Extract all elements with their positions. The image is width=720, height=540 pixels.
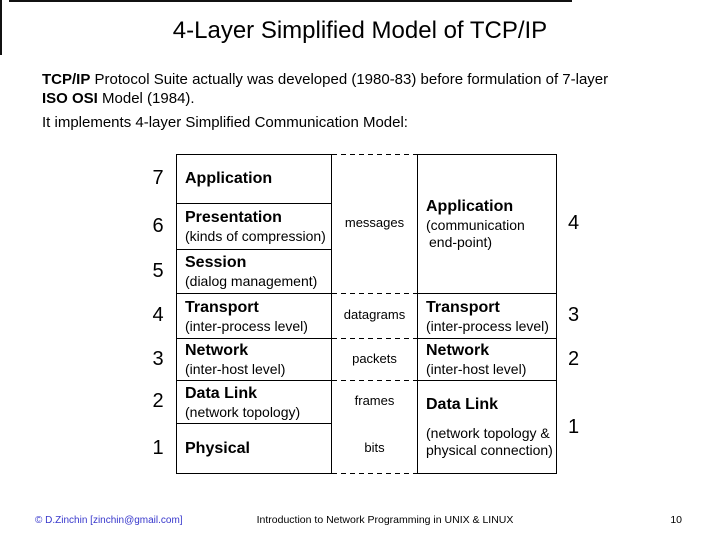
tcp-layer-transport: Transport (inter-process level): [418, 293, 556, 338]
tcp-layer-note: (inter-process level): [426, 317, 549, 334]
osi-stack: Application Presentation (kinds of compr…: [176, 154, 332, 474]
osi-layer-note: (dialog management): [185, 273, 318, 289]
osi-layer-name: Presentation: [185, 209, 282, 226]
osi-layer-presentation: Presentation (kinds of compression): [177, 203, 331, 249]
intro-line-1: TCP/IP Protocol Suite actually was devel…: [42, 70, 608, 89]
osi-layer-numbers: 7 6 5 4 3 2 1: [140, 154, 176, 474]
footer-course-title: Introduction to Network Programming in U…: [256, 514, 514, 526]
tcp-number-2: 2: [567, 348, 580, 370]
osi-layer-name: Physical: [185, 439, 250, 457]
osi-layer-note: (inter-process level): [185, 317, 308, 334]
tcp-layer-name: Data Link: [426, 396, 499, 413]
tcp-layer-note: (network topology &: [426, 425, 550, 441]
unit-packets: packets: [352, 351, 397, 366]
tcp-layer-name: Network: [426, 342, 490, 359]
tcp-number-1: 1: [567, 416, 580, 438]
dashed-divider: [332, 473, 417, 474]
osi-layer-name: Data Link: [185, 384, 258, 402]
tcp-layer-note: physical connection): [426, 442, 553, 458]
tcp-layer-note: (communication: [426, 217, 525, 233]
osi-number-5: 5: [152, 259, 164, 282]
dashed-divider: [332, 293, 417, 294]
osi-layer-transport: Transport (inter-process level): [177, 293, 331, 338]
osi-layer-note: (kinds of compression): [185, 228, 326, 244]
osi-layer-note: (network topology): [185, 403, 301, 420]
tcp-layer-numbers: 4 3 2 1: [557, 154, 590, 474]
osi-number-1: 1: [152, 437, 164, 459]
layer-model-diagram: 7 6 5 4 3 2 1 Application Presentation (…: [140, 154, 600, 474]
unit-frames: frames: [354, 393, 395, 408]
osi-number-7: 7: [152, 167, 164, 189]
slide-subtitle: It implements 4-layer Simplified Communi…: [42, 114, 408, 131]
osi-layer-network: Network (inter-host level): [177, 338, 331, 380]
tcp-number-4: 4: [567, 212, 580, 234]
osi-number-6: 6: [152, 214, 164, 237]
osi-layer-note: (inter-host level): [185, 361, 286, 377]
tcp-stack: Application (communication end-point) Tr…: [417, 154, 557, 474]
unit-bits: bits: [364, 440, 385, 455]
osi-layer-data-link: Data Link (network topology): [177, 380, 331, 423]
intro-term-iso-osi: ISO OSI: [42, 90, 98, 107]
footer-page-number: 10: [670, 514, 682, 526]
tcp-layer-network: Network (inter-host level): [418, 338, 556, 380]
dashed-divider: [332, 338, 417, 339]
dashed-divider: [332, 380, 417, 381]
osi-number-4: 4: [152, 304, 164, 326]
osi-layer-application: Application: [177, 155, 331, 203]
osi-number-3: 3: [152, 347, 164, 370]
tcp-layer-application: Application (communication end-point): [418, 155, 556, 293]
unit-messages: messages: [344, 215, 405, 230]
tcp-layer-data-link: Data Link (network topology & physical c…: [418, 380, 556, 473]
tcp-layer-note: end-point): [429, 234, 493, 250]
unit-datagrams: datagrams: [343, 307, 406, 322]
intro-line-2-text: Model (1984).: [97, 90, 195, 107]
footer-copyright: © D.Zinchin [zinchin@gmail.com]: [35, 515, 183, 526]
tcp-layer-note: (inter-host level): [426, 361, 527, 377]
osi-layer-name: Network: [185, 342, 249, 359]
tcp-number-3: 3: [567, 304, 580, 326]
slide-title: 4-Layer Simplified Model of TCP/IP: [172, 17, 548, 44]
intro-term-tcpip: TCP/IP: [42, 71, 91, 88]
tcp-layer-name: Application: [426, 198, 514, 215]
osi-layer-session: Session (dialog management): [177, 249, 331, 293]
osi-layer-name: Application: [185, 170, 273, 187]
tcp-layer-name: Transport: [426, 298, 500, 316]
window-edge-left: [0, 0, 2, 55]
window-edge-top: [9, 0, 572, 2]
dashed-divider: [332, 154, 417, 155]
data-units-column: messages datagrams packets frames bits: [332, 154, 417, 474]
intro-line-1-text: Protocol Suite actually was developed (1…: [90, 71, 609, 88]
intro-line-2: ISO OSI Model (1984).: [42, 89, 195, 108]
osi-layer-name: Transport: [185, 298, 259, 316]
osi-layer-name: Session: [185, 254, 247, 271]
osi-number-2: 2: [152, 390, 164, 412]
osi-layer-physical: Physical: [177, 423, 331, 473]
